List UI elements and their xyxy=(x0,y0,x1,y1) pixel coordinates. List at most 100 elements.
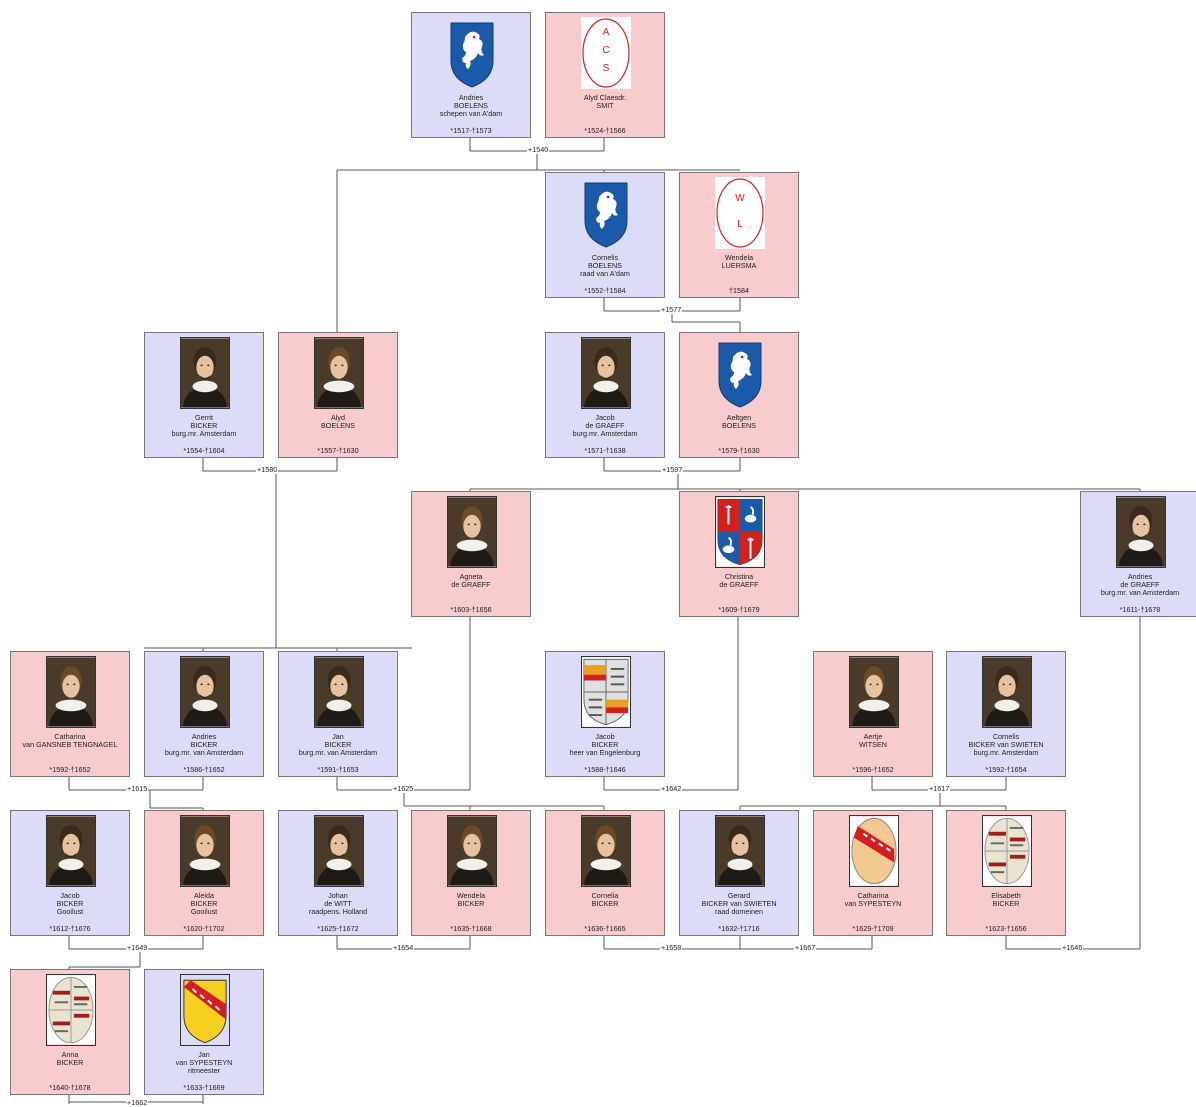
person-dates: *1609-†1679 xyxy=(682,606,796,614)
person-given-name: Andries xyxy=(414,94,528,102)
marriage-label-m1662: +1662 xyxy=(126,1099,148,1107)
initial-letter: A xyxy=(603,27,610,38)
face xyxy=(330,834,347,857)
person-title: Gooilust xyxy=(13,908,127,916)
face xyxy=(998,675,1015,698)
portrait-image xyxy=(581,815,631,887)
person-given-name: Wendela xyxy=(414,892,528,900)
person-surname: BICKER xyxy=(281,741,395,749)
person-dates: *1554-†1604 xyxy=(147,447,261,455)
initial-letter: S xyxy=(603,63,610,74)
face xyxy=(62,675,79,698)
person-surname: de GRAEFF xyxy=(682,581,796,589)
portrait-image xyxy=(314,815,364,887)
marriage-label-m1617: +1617 xyxy=(928,785,950,793)
marriage-label-m1654: +1654 xyxy=(392,944,414,952)
ruff-collar xyxy=(193,700,218,712)
person-surname: de GRAEFF xyxy=(414,581,528,589)
person-surname: BICKER xyxy=(13,1059,127,1067)
person-dates: *1633-†1669 xyxy=(147,1084,261,1092)
person-dates: *1588-†1646 xyxy=(548,766,662,774)
person-dates: *1640-†1678 xyxy=(13,1084,127,1092)
person-info: AertjeWITSEN xyxy=(816,733,930,749)
person-dates: *1571-†1638 xyxy=(548,447,662,455)
ruff-collar xyxy=(591,859,622,871)
person-surname: WITSEN xyxy=(816,741,930,749)
person-surname: BICKER xyxy=(147,741,261,749)
person-given-name: Aleida xyxy=(147,892,261,900)
person-title: heer van Engelenburg xyxy=(548,749,662,757)
person-given-name: Jacob xyxy=(13,892,127,900)
face xyxy=(597,834,614,857)
marriage-label-m1615: +1615 xyxy=(126,785,148,793)
person-surname: de WITT xyxy=(281,900,395,908)
person-info: AndriesBICKERburg.mr. van Amsterdam xyxy=(147,733,261,758)
person-given-name: Gerrit xyxy=(147,414,261,422)
marriage-label-m1580: +1580 xyxy=(256,466,278,474)
person-given-name: Jan xyxy=(281,733,395,741)
person-info: Andriesde GRAEFFburg.mr. van Amsterdam xyxy=(1083,573,1196,598)
face xyxy=(1132,515,1149,538)
person-given-name: Alyd Claesdr. xyxy=(548,94,662,102)
face xyxy=(330,675,347,698)
face xyxy=(597,356,614,379)
coat-of-arms-icon xyxy=(581,656,631,728)
portrait-image xyxy=(180,656,230,728)
portrait-image xyxy=(46,656,96,728)
marriage-label-m1625: +1625 xyxy=(392,785,414,793)
portrait-image xyxy=(581,337,631,409)
person-given-name: Aeltgen xyxy=(682,414,796,422)
face xyxy=(330,356,347,379)
ruff-collar xyxy=(995,700,1020,712)
face xyxy=(731,834,748,857)
person-info: Catharinavan GANSNEB TENGNAGEL xyxy=(13,733,127,749)
coat-of-arms-icon xyxy=(715,496,765,568)
coat-of-arms-icon xyxy=(46,974,96,1046)
ruff-collar xyxy=(859,700,890,712)
person-given-name: Aertje xyxy=(816,733,930,741)
person-surname: BICKER xyxy=(414,900,528,908)
person-given-name: Agneta xyxy=(414,573,528,581)
person-surname: BICKER xyxy=(548,741,662,749)
person-given-name: Christina xyxy=(682,573,796,581)
person-dates: *1552-†1584 xyxy=(548,287,662,295)
portrait-image xyxy=(447,815,497,887)
ruff-collar xyxy=(457,540,488,552)
person-given-name: Catharina xyxy=(13,733,127,741)
coat-of-arms-icon xyxy=(982,815,1032,887)
initial-letter: L xyxy=(737,219,743,230)
coat-of-arms-icon xyxy=(581,177,631,249)
